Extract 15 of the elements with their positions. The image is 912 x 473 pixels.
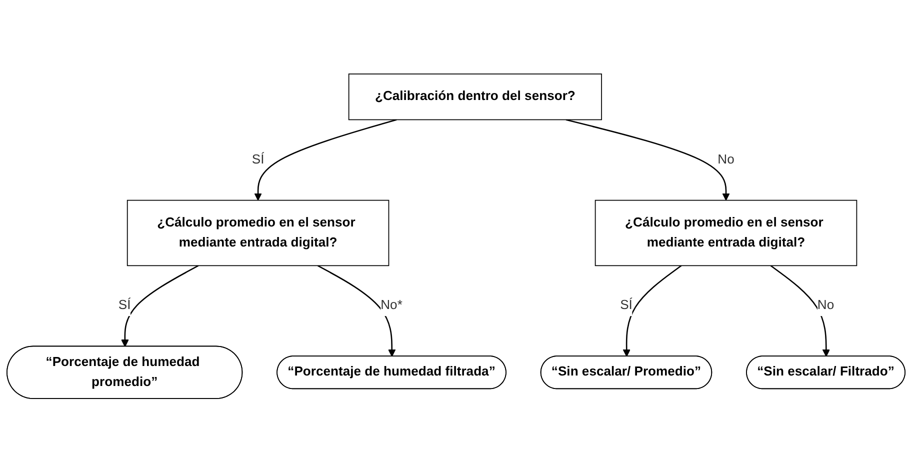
arrow xyxy=(622,265,682,358)
edge-label: No* xyxy=(380,298,402,313)
arrow xyxy=(254,119,397,201)
edge-label: No xyxy=(718,152,734,168)
node-box: ¿Calibración dentro del sensor? xyxy=(348,74,602,120)
arrow xyxy=(318,265,396,358)
edge-label: No xyxy=(817,298,834,313)
node-box: ¿Cálculo promedio en el sensor mediante entrada digital? xyxy=(594,200,858,266)
node-box: ¿Cálculo promedio en el sensor mediante entrada digital? xyxy=(126,200,390,266)
edge-label: SÍ xyxy=(118,298,131,313)
arrow xyxy=(770,265,830,358)
edge-label: SÍ xyxy=(620,298,632,313)
arrow xyxy=(121,265,199,348)
arrow xyxy=(566,119,730,201)
edge-label: SÍ xyxy=(252,152,264,168)
